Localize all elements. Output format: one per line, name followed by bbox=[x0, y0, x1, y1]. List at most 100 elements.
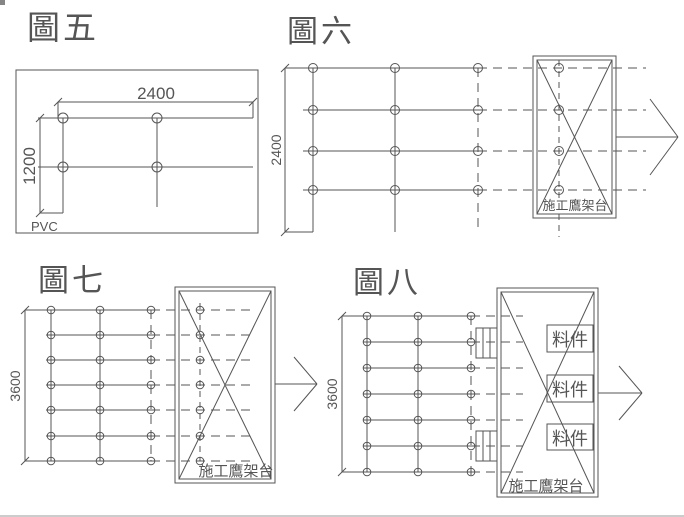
pipe-joint bbox=[473, 105, 483, 115]
flow-arrow-right-icon bbox=[616, 98, 679, 176]
figure-8-scaffold-label: 施工鷹架台 bbox=[508, 478, 583, 495]
figure-8-height-label: 3600 bbox=[324, 378, 340, 409]
pipe-joint bbox=[413, 337, 423, 347]
figure-7-title: 圖七 bbox=[38, 263, 106, 298]
pipe-joint bbox=[95, 431, 105, 441]
pipe-joint bbox=[57, 161, 69, 173]
pipe-joint bbox=[46, 355, 56, 365]
figure-8-dimension-height: 3600 bbox=[324, 315, 363, 473]
pipe-joint bbox=[146, 380, 156, 390]
pipe-joint bbox=[413, 389, 423, 399]
pipe-joint bbox=[195, 456, 205, 466]
flow-arrow-right-icon bbox=[598, 365, 643, 421]
pipe-joint bbox=[554, 63, 564, 73]
figure-5-frame bbox=[15, 69, 259, 234]
pipe-joint bbox=[46, 456, 56, 466]
pipe-joint bbox=[473, 63, 483, 73]
pipe-joint bbox=[308, 63, 318, 73]
pipe-joint bbox=[413, 363, 423, 373]
figure-7-scaffold-label: 施工鷹架台 bbox=[198, 463, 273, 480]
pipe-joint bbox=[362, 311, 372, 321]
pipe-joint bbox=[46, 431, 56, 441]
pipe-joint bbox=[146, 330, 156, 340]
fig6-box-joints bbox=[554, 63, 564, 195]
pipe-joint bbox=[466, 389, 476, 399]
pipe-joint bbox=[554, 146, 564, 156]
figure-7-height-label: 3600 bbox=[7, 370, 23, 401]
pipe-joint bbox=[95, 380, 105, 390]
fig5-rows bbox=[38, 117, 253, 168]
pipe-joint bbox=[195, 330, 205, 340]
figure-5-width-label: 2400 bbox=[137, 84, 175, 103]
pipe-joint bbox=[146, 405, 156, 415]
window-corner-mark bbox=[0, 0, 5, 5]
pipe-joint bbox=[362, 441, 372, 451]
pipe-joint bbox=[390, 105, 400, 115]
pipe-joint bbox=[146, 355, 156, 365]
pipe-joint bbox=[146, 305, 156, 315]
figure-6-scaffold-box: 施工鷹架台 bbox=[532, 55, 617, 219]
material-label: 料件 bbox=[552, 429, 588, 449]
pipe-joint bbox=[308, 146, 318, 156]
pipe-joint bbox=[146, 431, 156, 441]
figure-5-dimension-height: 1200 bbox=[20, 118, 63, 214]
pipe-joint bbox=[390, 146, 400, 156]
pipe-joint bbox=[146, 456, 156, 466]
pipe-joint bbox=[362, 337, 372, 347]
pipe-joint bbox=[390, 185, 400, 195]
pipe-joint bbox=[195, 405, 205, 415]
fig6-rows bbox=[303, 67, 646, 191]
pipe-joint bbox=[95, 405, 105, 415]
pipe-joint bbox=[413, 467, 423, 477]
figure-5-title: 圖五 bbox=[27, 9, 99, 46]
pipe-joint bbox=[195, 431, 205, 441]
fig7-box-joints bbox=[195, 305, 205, 466]
figure-8: 圖八 3600 料件 bbox=[324, 265, 643, 498]
pipe-joint bbox=[413, 415, 423, 425]
fig8-cols bbox=[366, 316, 472, 477]
pipe-joint bbox=[466, 467, 476, 477]
cross-brace bbox=[178, 290, 272, 480]
pipe-joint bbox=[46, 305, 56, 315]
pipe-joint bbox=[95, 305, 105, 315]
figure-5-height-label: 1200 bbox=[20, 147, 39, 185]
pipe-joint bbox=[466, 363, 476, 373]
figure-8-title: 圖八 bbox=[353, 265, 421, 300]
figure-7-dimension-height: 3600 bbox=[7, 309, 46, 462]
figure-7-scaffold-box: 施工鷹架台 bbox=[174, 286, 276, 484]
figure-8-scaffold-box: 料件 料件 料件 施工鷹架台 bbox=[496, 287, 599, 498]
pipe-joint bbox=[308, 105, 318, 115]
material-box: 料件 bbox=[546, 423, 594, 451]
figure-5: 圖五 2400 1200 PVC bbox=[15, 9, 259, 234]
material-label: 料件 bbox=[552, 380, 588, 400]
pipe-joint bbox=[554, 105, 564, 115]
pipe-joint bbox=[362, 467, 372, 477]
pipe-joint bbox=[473, 146, 483, 156]
pipe-joint bbox=[466, 441, 476, 451]
material-box: 料件 bbox=[546, 324, 594, 353]
pipe-joint bbox=[151, 112, 163, 124]
fig7-rows bbox=[46, 309, 253, 462]
pipe-joint bbox=[46, 405, 56, 415]
pipe-joint bbox=[95, 456, 105, 466]
pipe-joint bbox=[46, 380, 56, 390]
fig7-joints bbox=[46, 305, 156, 466]
pipe-joint bbox=[195, 305, 205, 315]
pipe-joint bbox=[466, 311, 476, 321]
pipe-joint bbox=[466, 415, 476, 425]
pipe-joint bbox=[195, 380, 205, 390]
pipe-joint bbox=[362, 415, 372, 425]
fig5-cols bbox=[62, 118, 158, 213]
fig6-cols bbox=[312, 60, 560, 237]
fig8-rows bbox=[363, 315, 523, 473]
pipe-joint bbox=[466, 337, 476, 347]
figure-7: 圖七 3600 施工鷹架台 bbox=[7, 263, 318, 484]
figure-5-dimension-width: 2400 bbox=[57, 84, 254, 118]
pipe-joint bbox=[95, 355, 105, 365]
pipe-joint bbox=[554, 185, 564, 195]
figure-6: 圖六 2400 施工鷹架台 bbox=[268, 14, 679, 237]
pvc-label: PVC bbox=[31, 219, 58, 234]
material-label: 料件 bbox=[552, 330, 588, 350]
pipe-joint bbox=[413, 311, 423, 321]
